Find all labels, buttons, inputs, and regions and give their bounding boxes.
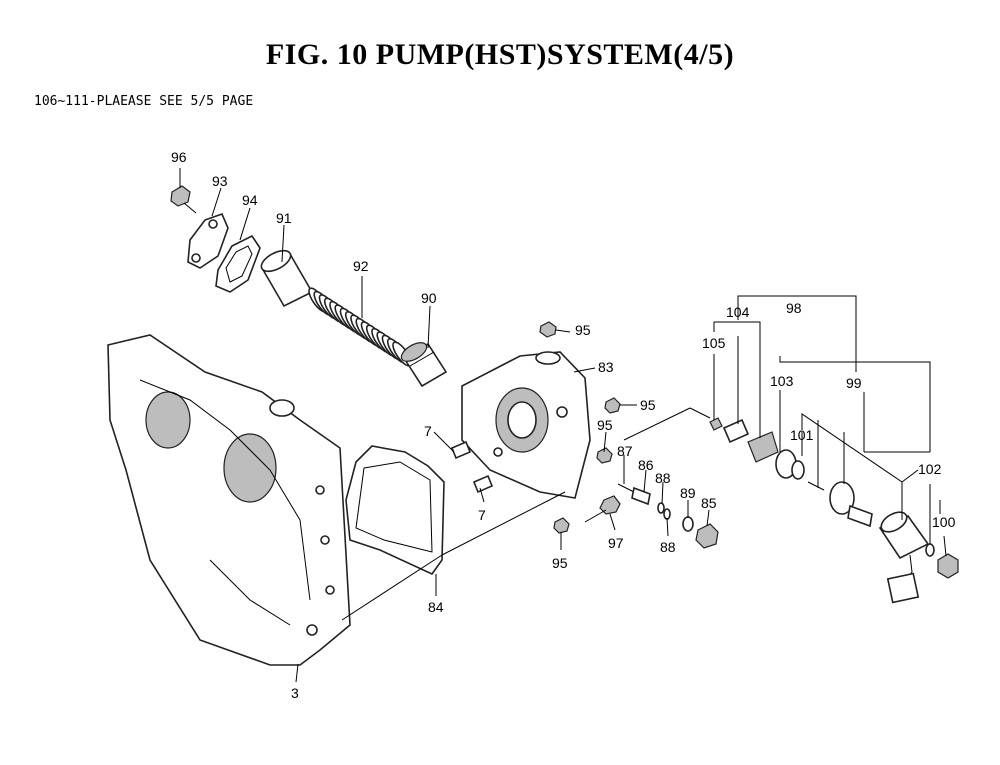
callout-labels: 96 93 94 91 92 90 95 83 95 95 7 7 87 86 …: [171, 149, 956, 701]
callout-93: 93: [212, 173, 228, 189]
part-96-bolt: [170, 185, 197, 214]
part-91-sleeve: [260, 249, 314, 308]
callout-7-a: 7: [424, 423, 432, 439]
part-95-fittings: [539, 321, 621, 534]
callout-95-b: 95: [640, 397, 656, 413]
callout-91: 91: [276, 210, 292, 226]
callout-102: 102: [918, 461, 942, 477]
figure-title: FIG. 10 PUMP(HST)SYSTEM(4/5): [265, 38, 735, 71]
part-83-pump-body: [461, 351, 591, 499]
part-103-101-rings: [775, 449, 825, 491]
callout-103: 103: [770, 373, 794, 389]
part-93-cover-plate: [187, 212, 229, 269]
callout-101: 101: [790, 427, 814, 443]
callout-95-c: 95: [597, 417, 613, 433]
part-7-pins: [450, 440, 494, 494]
callout-86: 86: [638, 457, 654, 473]
callout-104: 104: [726, 304, 750, 320]
callout-7-b: 7: [478, 507, 486, 523]
part-84-gasket: [345, 445, 445, 576]
callout-88-a: 88: [655, 470, 671, 486]
callout-88-b: 88: [660, 539, 676, 555]
callout-100: 100: [932, 514, 956, 530]
callout-95-d: 95: [552, 555, 568, 571]
callout-98: 98: [786, 300, 802, 316]
leader-lines: [179, 168, 947, 683]
part-90-piston: [400, 342, 448, 388]
callout-85: 85: [701, 495, 717, 511]
page-reference-note: 106~111-PLAEASE SEE 5/5 PAGE: [34, 94, 254, 109]
part-99-solenoid: [829, 481, 930, 604]
callout-105: 105: [702, 335, 726, 351]
callout-95-a: 95: [575, 322, 591, 338]
part-94-gasket: [215, 234, 261, 293]
callout-96: 96: [171, 149, 187, 165]
callout-84: 84: [428, 599, 444, 615]
part-100-102-nut: [925, 543, 959, 579]
callout-94: 94: [242, 192, 258, 208]
callout-99: 99: [846, 375, 862, 391]
callout-90: 90: [421, 290, 437, 306]
part-87-86-88-89-85-small-parts: [617, 483, 719, 549]
callout-83: 83: [598, 359, 614, 375]
callout-92: 92: [353, 258, 369, 274]
part-3-housing: [107, 334, 351, 666]
callout-97: 97: [608, 535, 624, 551]
part-92-spring: [308, 287, 412, 367]
part-104-105-spool: [709, 417, 779, 463]
part-97-bolt: [584, 495, 621, 523]
callout-89: 89: [680, 485, 696, 501]
callout-87: 87: [617, 443, 633, 459]
callout-3: 3: [291, 685, 299, 701]
